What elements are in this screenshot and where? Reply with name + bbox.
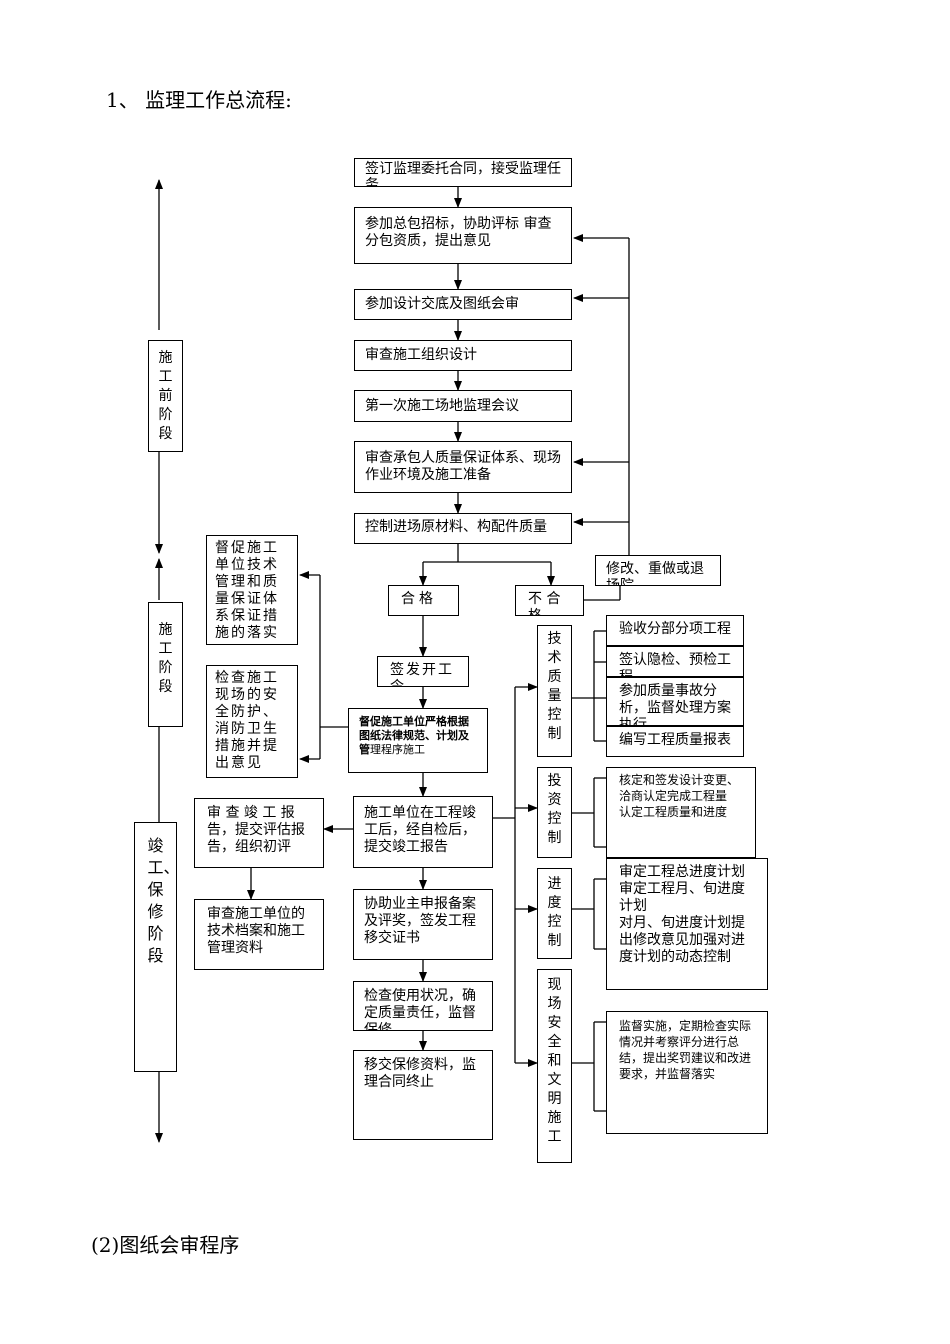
- check-usage-box: 检查使用状况，确定质量责任，监督保修: [353, 981, 493, 1031]
- check-safety-text: 检查施工现场的安全防护、消防卫生措施并提出意见: [215, 670, 279, 771]
- unqualified-text: 不 合 格: [528, 591, 561, 616]
- control-quality-box: 技术质量控制: [537, 625, 572, 757]
- control-schedule-box: 进度控制: [537, 868, 572, 959]
- rework-box: 修改、重做或退场院: [595, 555, 721, 586]
- step-review-organization-text: 审查施工组织设计: [365, 347, 477, 363]
- handover-box: 移交保修资料，监理合同终止: [353, 1050, 493, 1140]
- check-safety-box: 检查施工现场的安全防护、消防卫生措施并提出意见: [206, 665, 298, 778]
- control-safety-label: 现场安全和文明施工: [547, 977, 562, 1145]
- quality-item-text: 验收分部分项工程: [619, 621, 731, 637]
- quality-item: 编写工程质量报表: [606, 726, 744, 757]
- control-investment-box: 投资控制: [537, 767, 572, 858]
- quality-item-text: 签认隐检、预检工程: [619, 652, 731, 677]
- schedule-item-text: 审定工程月、旬进度计划: [619, 881, 745, 914]
- step-quality-system: 审查承包人质量保证体系、现场 作业环境及施工准备: [354, 441, 572, 493]
- phase-completion: 竣工、保修阶段: [134, 822, 180, 1072]
- step-review-organization: 审查施工组织设计: [354, 340, 572, 371]
- control-quality-label: 技术质量控制: [547, 631, 562, 742]
- supervise-construction-box: 督促施工单位严格根据图纸法律规范、计划及管理程序施工: [348, 708, 488, 773]
- quality-item: 参加质量事故分析，监督处理方案执行: [606, 677, 744, 726]
- quality-item: 签认隐检、预检工程: [606, 646, 744, 677]
- step-material-control-text: 控制进场原材料、构配件质量: [365, 519, 547, 535]
- review-completion-box: 审 查 竣 工 报 告，提交评估报告，组织初评: [194, 798, 324, 868]
- review-completion-text: 审 查 竣 工 报 告，提交评估报告，组织初评: [207, 805, 305, 855]
- step-first-meeting: 第一次施工场地监理会议: [354, 390, 572, 422]
- phase-construction: 施工阶段: [148, 602, 183, 727]
- step-bidding-text: 参加总包招标，协助评标 审查分包资质，提出意见: [365, 216, 552, 249]
- start-order-text: 签发开工令: [390, 662, 454, 687]
- qualified-box: 合格: [388, 585, 459, 616]
- review-archives-text: 审查施工单位的技术档案和施工管理资料: [207, 906, 305, 956]
- start-order-box: 签发开工令: [377, 656, 469, 687]
- rework-text: 修改、重做或退场院: [606, 561, 704, 586]
- completion-report-box: 施工单位在工程竣工后，经自检后，提交竣工报告: [353, 796, 493, 868]
- investment-items-box: 核定和签发设计变更、洽商认定完成工程量 认定工程质量和进度: [606, 767, 756, 858]
- qualified-text: 合格: [401, 591, 437, 607]
- urge-system-box: 督促施工单位技术管理和质量保证体系保证措施的落实: [206, 535, 298, 645]
- step-sign-contract: 签订监理委托合同，接受监理任务: [354, 158, 572, 187]
- step-material-control: 控制进场原材料、构配件质量: [354, 513, 572, 544]
- completion-report-text: 施工单位在工程竣工后，经自检后，提交竣工报告: [364, 805, 476, 855]
- assist-owner-box: 协助业主申报备案及评奖，签发工程移交证书: [353, 889, 493, 960]
- investment-item-text: 核定和签发设计变更、洽商认定完成工程量: [619, 773, 740, 803]
- quality-item-text: 参加质量事故分析，监督处理方案执行: [619, 683, 731, 726]
- safety-items-box: 监督实施，定期检查实际情况并考察评分进行总结，提出奖罚建议和改进要求，并监督落实: [606, 1011, 768, 1134]
- check-usage-text: 检查使用状况，确定质量责任，监督保修: [364, 988, 476, 1031]
- supervise-bold-text: 督促施工单位严格根据图纸法律规范、计划及管: [359, 715, 469, 756]
- handover-text: 移交保修资料，监理合同终止: [364, 1057, 476, 1090]
- safety-item-text: 监督实施，定期检查实际情况并考察评分进行总结，提出奖罚建议和改进要求，并监督落实: [619, 1019, 752, 1081]
- control-safety-box: 现场安全和文明施工: [537, 969, 572, 1163]
- section-heading: (2)图纸会审程序: [91, 1233, 240, 1257]
- page-title: 1、 监理工作总流程:: [106, 88, 292, 112]
- quality-item-text: 编写工程质量报表: [619, 732, 731, 748]
- step-design-disclosure: 参加设计交底及图纸会审: [354, 289, 572, 320]
- control-schedule-label: 进度控制: [547, 876, 562, 949]
- step-quality-system-text: 审查承包人质量保证体系、现场 作业环境及施工准备: [365, 450, 561, 483]
- step-bidding: 参加总包招标，协助评标 审查分包资质，提出意见: [354, 207, 572, 264]
- schedule-item-text: 对月、旬进度计划提出修改意见加强对进度计划的动态控制: [619, 915, 745, 965]
- review-archives-box: 审查施工单位的技术档案和施工管理资料: [194, 899, 324, 970]
- investment-item-text: 认定工程质量和进度: [619, 805, 728, 819]
- control-investment-label: 投资控制: [547, 773, 562, 846]
- phase-completion-label: 竣工、保修阶段: [147, 836, 180, 965]
- quality-item: 验收分部分项工程: [606, 615, 744, 646]
- phase-pre-construction: 施工前阶段: [148, 340, 183, 452]
- step-sign-contract-text: 签订监理委托合同，接受监理任务: [365, 161, 561, 187]
- step-first-meeting-text: 第一次施工场地监理会议: [365, 398, 519, 414]
- assist-owner-text: 协助业主申报备案及评奖，签发工程移交证书: [364, 896, 476, 946]
- phase-pre-label: 施工前阶段: [158, 350, 173, 442]
- unqualified-box: 不 合 格: [515, 585, 584, 616]
- step-design-disclosure-text: 参加设计交底及图纸会审: [365, 296, 519, 312]
- phase-construction-label: 施工阶段: [158, 622, 173, 695]
- schedule-item-text: 审定工程总进度计划: [619, 864, 745, 880]
- urge-system-text: 督促施工单位技术管理和质量保证体系保证措施的落实: [215, 540, 279, 641]
- supervise-rest-text: 理程序施工: [370, 743, 425, 756]
- schedule-items-box: 审定工程总进度计划 审定工程月、旬进度计划 对月、旬进度计划提出修改意见加强对进…: [606, 858, 768, 990]
